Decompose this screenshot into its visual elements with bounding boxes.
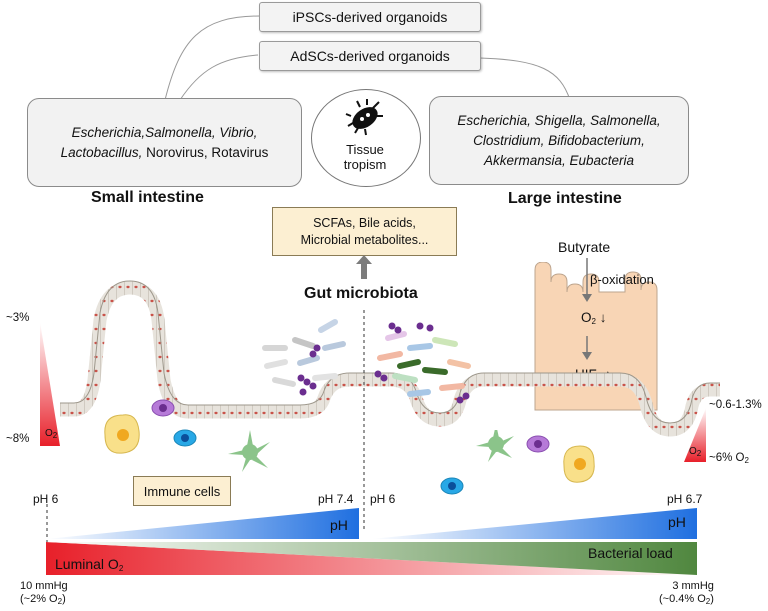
- luminal-sub: 2: [118, 564, 124, 573]
- luminal-bacterial-gradient-bar: [46, 542, 697, 575]
- bacterial-load-label: Bacterial load: [588, 545, 673, 561]
- right-percent: (~0.4% O2): [659, 593, 714, 608]
- luminal-o-text: O: [107, 556, 119, 572]
- right-percent-sub: 2: [705, 597, 711, 606]
- tissue-tropism-line2: tropism: [343, 157, 387, 172]
- ph-li-start: pH 6: [370, 492, 396, 506]
- ipsc-organoids-text: iPSCs-derived organoids: [292, 9, 448, 25]
- bacteria-cluster-large: [374, 322, 471, 404]
- small-o2-bottom: ~8%: [6, 433, 30, 445]
- small-intestine-bacteria: Lactobacillus,: [60, 144, 143, 160]
- large-intestine-microbes-box: Escherichia, Shigella, Salmonella, Clost…: [429, 96, 689, 185]
- right-pressure-value: 3 mmHg: [672, 580, 714, 592]
- o2-text: O: [581, 310, 592, 325]
- immune-cells-label: Immune cells: [133, 476, 231, 506]
- large-o2-triangle-label: O2: [689, 446, 701, 458]
- adsc-organoids-text: AdSCs-derived organoids: [290, 48, 450, 64]
- small-o2-triangle-label: O2: [45, 428, 57, 440]
- small-intestine-microbes-box: Escherichia,Salmonella, Vibrio, Lactobac…: [27, 98, 302, 187]
- large-intestine-microbes-line1: Escherichia, Shigella, Salmonella,: [457, 112, 661, 128]
- right-pressure: 3 mmHg (~0.4% O2): [659, 580, 714, 608]
- left-percent-pre: (~2% O: [20, 593, 58, 605]
- triangle-sub: 2: [52, 431, 58, 440]
- immune-cell-cluster-right: [440, 430, 595, 495]
- tissue-tropism-label: Tissue tropism: [330, 142, 400, 172]
- left-pressure-value: 10 mmHg: [20, 580, 68, 592]
- large-triangle-sub: 2: [696, 449, 702, 458]
- luminal-o2-label: Luminal O2: [55, 556, 123, 573]
- small-intestine-viruses: Norovirus, Rotavirus: [142, 144, 269, 160]
- colonocyte-arrows: [582, 258, 592, 360]
- left-pressure: 10 mmHg (~2% O2): [20, 580, 68, 608]
- large-intestine-title: Large intestine: [508, 190, 622, 207]
- region-divider: [363, 310, 365, 530]
- ph-label-large: pH: [668, 514, 686, 530]
- left-percent-post: ): [62, 593, 66, 605]
- large-triangle-o-text: O: [689, 446, 697, 457]
- small-intestine-microbes-line1: Escherichia,Salmonella, Vibrio,: [71, 124, 258, 140]
- ph-li-end: pH 6.7: [667, 492, 703, 506]
- small-intestine-title: Small intestine: [91, 189, 204, 206]
- large-o2-bottom: ~6% O2: [709, 452, 749, 467]
- up-arrow-icon: [356, 255, 372, 279]
- large-intestine-microbes-line2: Clostridium, Bifidobacterium,: [473, 132, 645, 148]
- bacteria-cluster-small: [262, 319, 346, 396]
- luminal-text: Luminal: [55, 556, 105, 572]
- immune-cell-cluster-left: [104, 399, 270, 472]
- triangle-o-text: O: [45, 428, 53, 439]
- o2-sub: 2: [591, 317, 596, 326]
- gut-microbiota-title: Gut microbiota: [304, 285, 418, 302]
- ph-si-start: pH 6: [33, 492, 59, 506]
- metabolites-line1: SCFAs, Bile acids,: [313, 215, 416, 230]
- beta-oxidation-label: β-oxidation: [590, 272, 654, 287]
- tissue-tropism-circle: [311, 89, 421, 187]
- metabolites-box: SCFAs, Bile acids, Microbial metabolites…: [272, 207, 457, 256]
- tissue-tropism-line1: Tissue: [346, 142, 384, 157]
- left-percent: (~2% O2): [20, 593, 68, 608]
- small-o2-top: ~3%: [6, 312, 30, 324]
- ph-label-small: pH: [330, 517, 348, 533]
- left-percent-sub: 2: [57, 597, 63, 606]
- ph-si-end: pH 7.4: [318, 492, 354, 506]
- large-o2-top: ~0.6-1.3%: [709, 399, 762, 411]
- large-o2-bottom-text: ~6% O: [709, 452, 745, 464]
- small-intestine-microbes-line2: Lactobacillus, Norovirus, Rotavirus: [61, 143, 269, 163]
- metabolites-line2: Microbial metabolites...: [300, 232, 429, 247]
- bacterium-icon: [345, 99, 383, 136]
- down-arrow-icon: ↓: [599, 310, 607, 325]
- large-intestine-microbes-line3: Akkermansia, Eubacteria: [483, 152, 635, 168]
- ph-gradient-wedges: [46, 508, 697, 539]
- start-dashed-line: [46, 504, 48, 544]
- large-intestine-o2-triangle: [684, 408, 706, 462]
- o2-decrease-label: O2 ↓: [581, 310, 606, 326]
- adsc-organoids-label: AdSCs-derived organoids: [259, 41, 481, 71]
- right-percent-pre: (~0.4% O: [659, 593, 706, 605]
- large-o2-bottom-sub: 2: [744, 456, 749, 465]
- small-intestine-o2-triangle: [40, 322, 60, 446]
- ipsc-organoids-label: iPSCs-derived organoids: [259, 2, 481, 32]
- right-percent-post: ): [710, 593, 714, 605]
- butyrate-label: Butyrate: [558, 239, 611, 255]
